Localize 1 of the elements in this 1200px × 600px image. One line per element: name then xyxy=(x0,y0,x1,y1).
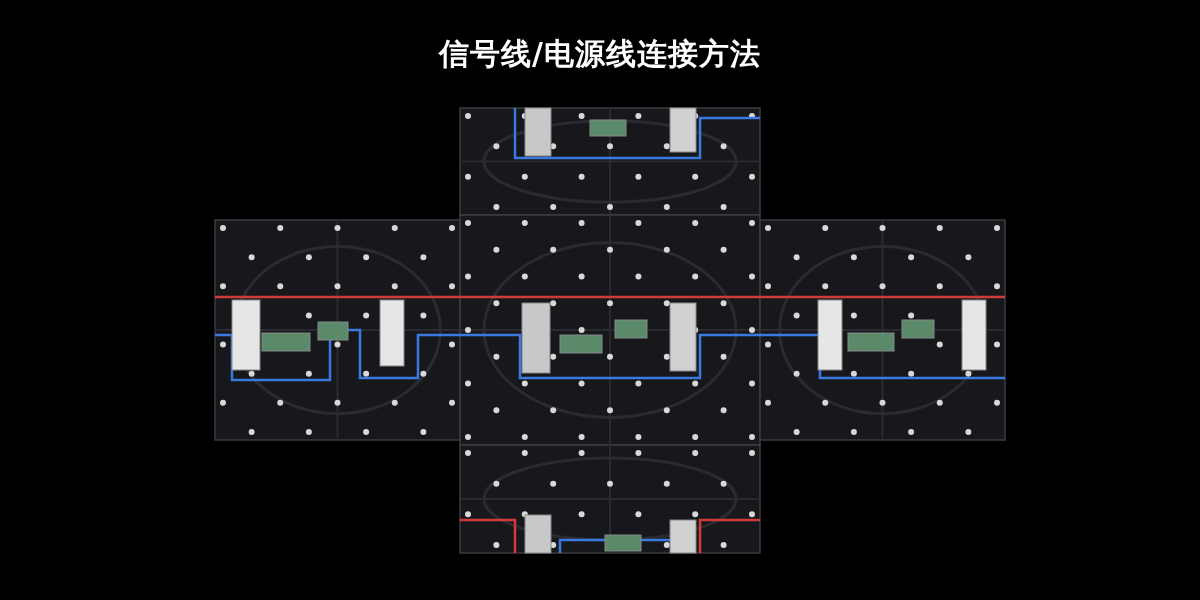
title: 信号线/电源线连接方法 xyxy=(439,36,761,72)
